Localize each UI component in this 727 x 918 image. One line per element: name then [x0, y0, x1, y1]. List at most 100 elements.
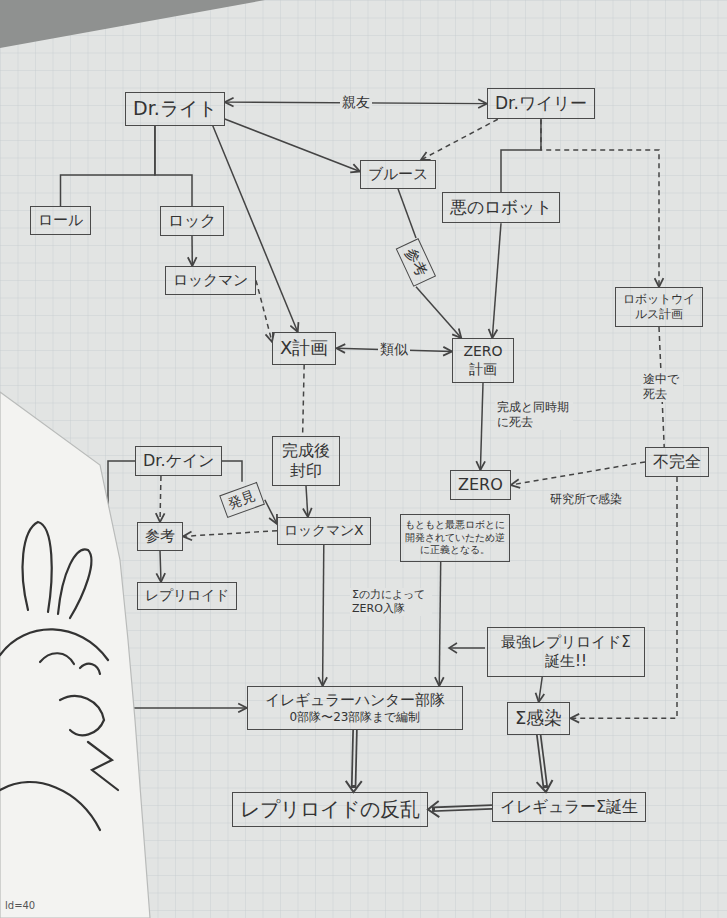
connector-group — [303, 365, 305, 437]
connector — [480, 383, 483, 470]
rabbit-body — [0, 782, 100, 830]
connector-group — [323, 545, 324, 687]
dashed-connector — [183, 531, 277, 537]
robot-box: 悪のロボット — [442, 192, 560, 223]
dashed-connector — [541, 119, 659, 287]
connector-group — [439, 562, 440, 687]
connector-group — [183, 531, 277, 537]
dashed-connector — [570, 477, 677, 718]
connector — [501, 119, 541, 192]
connector-group — [265, 500, 277, 524]
watermark: ld=40 — [3, 900, 37, 913]
double-arrowhead — [537, 780, 553, 792]
connector-group — [492, 223, 501, 338]
sigma-arrowhead — [449, 643, 457, 653]
node-text: ロール — [38, 211, 83, 230]
connector — [398, 189, 416, 238]
double-arrow — [539, 735, 546, 789]
connector — [155, 126, 192, 206]
robot-box: ロック — [160, 206, 224, 236]
rabbit-eye — [40, 653, 74, 664]
connector-group — [428, 801, 492, 817]
connector — [323, 545, 324, 687]
double-arrowhead — [428, 801, 439, 817]
double-arrowhead — [346, 781, 362, 792]
node-text: Dr.ワイリー — [495, 93, 587, 114]
event-box: イレギュラーΣ誕生 — [492, 792, 646, 822]
connector — [61, 126, 155, 206]
node-text: 完成後封印 — [280, 441, 332, 481]
node-text: ブルース — [368, 165, 428, 184]
node-text: ZERO計画 — [459, 343, 507, 378]
connector-group — [416, 287, 461, 338]
connector — [265, 500, 277, 524]
dashed-connector — [256, 280, 272, 341]
dashed-connector — [303, 365, 305, 437]
plan-box: X計画 — [272, 332, 336, 365]
plan-box: ZERO計画 — [452, 338, 514, 383]
node-text: 0部隊〜23部隊まで編制 — [255, 710, 455, 725]
note-box: もともと最悪ロボとに開発されていたため逆に正義となる。 — [400, 514, 510, 562]
node-text: イレギュラーΣ誕生 — [500, 797, 638, 817]
node-text: ロボットウイルス計画 — [622, 292, 696, 322]
unit-box: イレギュラーハンター部隊0部隊〜23部隊まで編制 — [247, 686, 463, 730]
robot-box: レプリロイド — [137, 582, 237, 610]
tag-box: 参考 — [137, 522, 183, 551]
node-text: 不完全 — [653, 452, 701, 472]
connector-group — [213, 126, 298, 332]
dashed-connector — [421, 119, 498, 160]
rabbit-chin — [88, 742, 118, 790]
connector-group — [570, 477, 677, 718]
node-text: 参考 — [145, 527, 175, 546]
node-text: ZERO — [458, 475, 503, 495]
double-arrow-gap — [354, 730, 355, 785]
robot-box: ロックマンX — [277, 517, 371, 545]
connector — [439, 562, 440, 687]
connector-group — [155, 126, 192, 206]
status-box: 不完全 — [645, 447, 709, 477]
node-text: 悪のロボット — [450, 197, 552, 218]
node-text: 参考 — [401, 245, 431, 280]
robot-box: ブルース — [360, 160, 436, 189]
connector-group — [160, 476, 162, 522]
double-arrow-gap — [435, 807, 492, 809]
node-text: もともと最悪ロボとに開発されていたため逆に正義となる。 — [405, 519, 505, 557]
edge-label: 類似 — [378, 341, 410, 359]
connector-group — [346, 730, 362, 792]
double-arrow — [354, 730, 355, 788]
rabbit-cheek — [60, 696, 104, 735]
connector — [222, 461, 242, 482]
plan-box: ロボットウイルス計画 — [615, 287, 703, 327]
connector-group — [225, 119, 360, 172]
robot-box: ロール — [30, 206, 91, 235]
person-box: Dr.ケイン — [135, 446, 222, 476]
connector-group — [398, 189, 416, 238]
connector-group — [511, 462, 645, 485]
rabbit-head — [0, 629, 108, 660]
node-text: ロックマンX — [284, 522, 364, 540]
connector — [191, 236, 193, 266]
rabbit-ear — [58, 549, 91, 618]
person-box: Dr.ワイリー — [487, 88, 595, 119]
dashed-connector — [159, 476, 161, 522]
node-text: 発見 — [226, 487, 258, 513]
node-text: 最強レプリロイドΣ誕生!! — [496, 633, 636, 671]
edge-label: 親友 — [340, 94, 372, 112]
connector — [306, 486, 308, 517]
connector — [213, 126, 298, 332]
connector — [539, 677, 543, 703]
desk — [0, 0, 265, 48]
connector-group — [541, 119, 659, 287]
tag-box: 参考 — [396, 238, 436, 287]
connector-group — [61, 126, 155, 206]
paper-sheet — [0, 392, 150, 918]
connector — [225, 119, 360, 172]
rabbit-eye — [80, 664, 100, 674]
note-label: Σの力によってZERO入隊 — [350, 588, 432, 616]
node-text: レプリロイド — [145, 587, 229, 605]
status-box: 完成後封印 — [272, 436, 340, 486]
